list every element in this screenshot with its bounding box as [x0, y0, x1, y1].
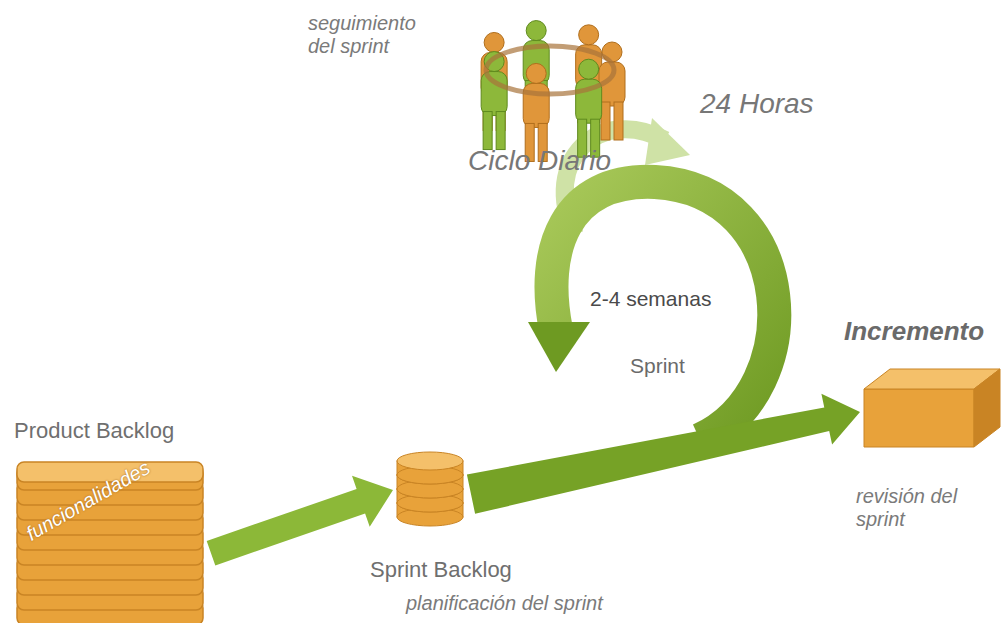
flow-arrow-body [207, 476, 393, 566]
node-text: Incremento [844, 317, 1004, 347]
node-illustration [862, 367, 1002, 449]
node-illustration [395, 445, 467, 527]
sprint-loop-head [528, 322, 590, 372]
sprint-loop-band [551, 182, 774, 440]
node-illustration [460, 12, 642, 144]
scrum-node: seguimiento del sprintCiclo Diario [300, 0, 645, 190]
flow-arrow [207, 476, 393, 566]
flow-arrow-body [467, 394, 860, 514]
flow-arrow [467, 394, 860, 514]
node-text: Ciclo Diario [468, 145, 643, 177]
node-text: planificación del sprint [406, 592, 668, 615]
scrum-node: Incremento revisión del sprint [840, 315, 1004, 545]
scrum-node: Product Backlogfuncionalidades [12, 416, 212, 621]
node-text: seguimiento del sprint [308, 12, 438, 58]
daily-loop-head [645, 118, 690, 165]
diagram-label: 24 Horas [700, 88, 814, 120]
node-text: revisión del sprint [856, 485, 984, 531]
diagram-label: 2-4 semanas [590, 287, 711, 311]
diagram-label: Sprint [630, 354, 685, 378]
scrum-node: Sprint Backlog planificación del sprint [370, 445, 670, 620]
node-text: Product Backlog [14, 418, 214, 443]
node-text: Sprint Backlog [370, 557, 570, 582]
